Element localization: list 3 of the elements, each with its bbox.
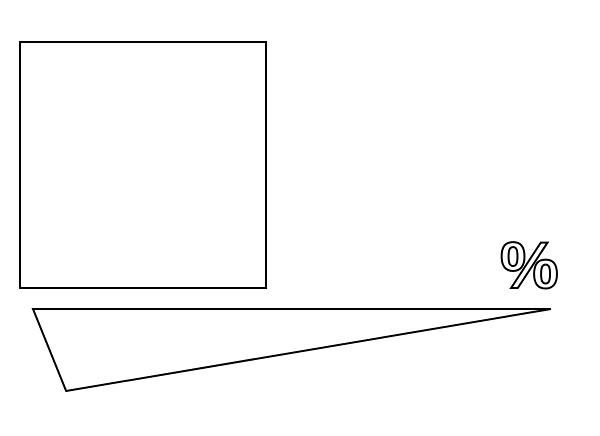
square-shape bbox=[20, 42, 266, 288]
percent-sign: % bbox=[500, 232, 559, 298]
triangle-shape bbox=[33, 309, 551, 391]
